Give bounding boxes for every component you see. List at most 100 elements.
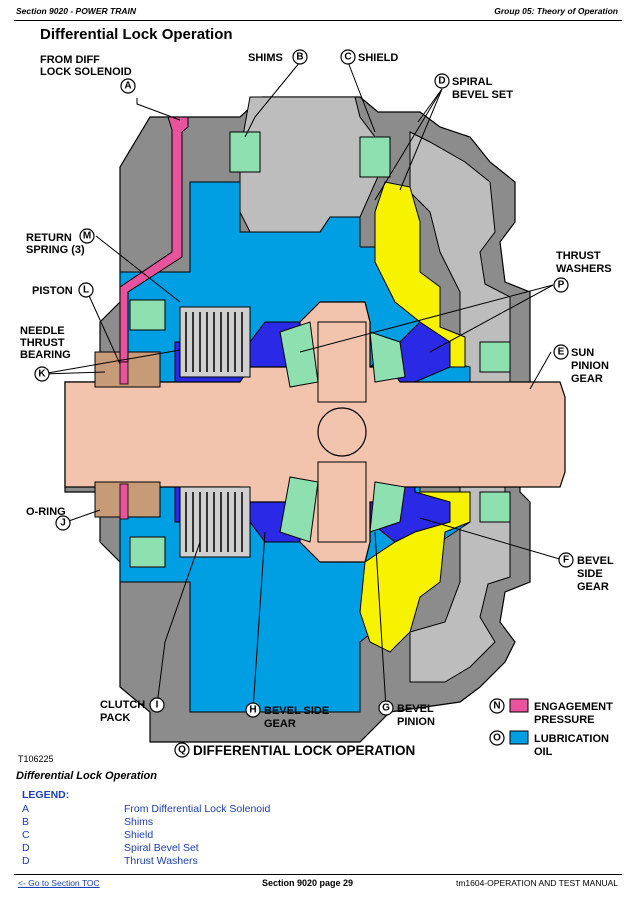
hub-top — [239, 96, 381, 233]
svg-text:PINION: PINION — [571, 360, 609, 372]
figure-id: T106225 — [18, 754, 54, 764]
leader-lines — [41, 61, 564, 711]
svg-text:BEVEL SET: BEVEL SET — [452, 89, 513, 101]
callout-I: CLUTCH I PACK — [100, 697, 165, 724]
svg-text:BEVEL: BEVEL — [577, 555, 614, 567]
svg-text:PACK: PACK — [100, 712, 130, 724]
engagement-pressure-top — [119, 361, 129, 385]
svg-text:RETURN: RETURN — [26, 232, 72, 244]
svg-text:SPIRAL: SPIRAL — [452, 76, 493, 88]
svg-text:N: N — [493, 701, 500, 712]
callout-L: PISTON L — [32, 282, 94, 298]
svg-text:PRESSURE: PRESSURE — [534, 714, 595, 726]
svg-text:B: B — [296, 52, 303, 63]
callout-N: N ENGAGEMENT PRESSURE — [489, 698, 613, 726]
svg-text:A: A — [124, 81, 131, 92]
svg-text:L: L — [83, 285, 89, 296]
differential-lock-diagram: Differential Lock Operation — [18, 26, 614, 764]
footer-page: Section 9020 page 29 — [262, 878, 354, 888]
svg-text:CLUTCH: CLUTCH — [100, 699, 145, 711]
svg-text:D: D — [438, 76, 445, 87]
legend-key: A — [22, 803, 30, 815]
svg-text:THRUST: THRUST — [20, 337, 65, 349]
svg-text:E: E — [558, 347, 565, 358]
legend-key: C — [22, 829, 30, 841]
callout-J: O-RING J — [26, 506, 71, 531]
svg-text:SHIMS: SHIMS — [248, 52, 283, 64]
svg-text:C: C — [344, 52, 351, 63]
svg-text:PINION: PINION — [397, 716, 435, 728]
section-header: Section 9020 - POWER TRAIN — [16, 6, 136, 16]
diagram-title: Differential Lock Operation — [40, 26, 233, 43]
clutch-pack-bottom — [179, 486, 251, 558]
callout-K: NEEDLE THRUST BEARING K — [20, 325, 71, 382]
group-header: Group 05: Theory of Operation — [494, 6, 618, 16]
svg-text:SUN: SUN — [571, 347, 594, 359]
clutch-pack-top — [179, 306, 251, 378]
svg-text:SIDE: SIDE — [577, 568, 603, 580]
svg-text:GEAR: GEAR — [571, 373, 603, 385]
svg-text:Q: Q — [178, 745, 186, 756]
legend-key: D — [22, 855, 30, 867]
footer-toc-link-wrap: <- Go to Section TOC — [18, 878, 100, 888]
svg-text:NEEDLE: NEEDLE — [20, 325, 65, 337]
callout-F: F BEVEL SIDE GEAR — [558, 552, 614, 593]
svg-text:J: J — [60, 518, 66, 529]
legend-key: B — [22, 816, 30, 828]
svg-text:P: P — [558, 280, 565, 291]
svg-text:G: G — [382, 703, 390, 714]
legend-value: Shims — [124, 816, 154, 828]
svg-text:OIL: OIL — [534, 746, 553, 758]
svg-text:GEAR: GEAR — [577, 581, 609, 593]
engagement-pressure-passage — [119, 116, 189, 363]
svg-text:SPRING (3): SPRING (3) — [26, 244, 85, 256]
svg-text:H: H — [249, 705, 256, 716]
footer-manual: tm1604-OPERATION AND TEST MANUAL — [455, 878, 618, 888]
legend-value: Shield — [124, 829, 154, 841]
svg-text:GEAR: GEAR — [264, 718, 296, 730]
spiral-bevel-gear-top — [374, 181, 466, 368]
caption-title: Differential Lock Operation — [16, 770, 157, 782]
svg-text:K: K — [38, 369, 46, 380]
callout-D: D SPIRAL BEVEL SET — [434, 73, 513, 101]
svg-text:BEVEL SIDE: BEVEL SIDE — [264, 705, 329, 717]
header-divider — [14, 20, 622, 21]
svg-text:SHIELD: SHIELD — [358, 52, 398, 64]
footer-divider — [14, 874, 622, 875]
legend-value: Thrust Washers — [124, 855, 198, 867]
callout-E: E SUN PINION GEAR — [553, 344, 609, 385]
svg-text:LUBRICATION: LUBRICATION — [534, 733, 609, 745]
callout-O: O LUBRICATION OIL — [489, 730, 609, 758]
svg-text:FROM DIFF: FROM DIFF — [40, 54, 100, 66]
callout-A: A FROM DIFF LOCK SOLENOID — [40, 54, 136, 94]
svg-text:PISTON: PISTON — [32, 285, 73, 297]
callout-M: RETURN M SPRING (3) — [26, 228, 95, 256]
bearings — [129, 131, 511, 568]
callout-B: SHIMS B — [248, 49, 308, 65]
legend-key: D — [22, 842, 30, 854]
svg-text:F: F — [563, 555, 569, 566]
svg-text:I: I — [156, 700, 159, 711]
svg-text:DIFFERENTIAL LOCK OPERATION: DIFFERENTIAL LOCK OPERATION — [193, 743, 415, 758]
callout-H: H BEVEL SIDE GEAR — [245, 702, 329, 730]
callout-P: THRUST WASHERS P — [553, 250, 612, 293]
legend-value: Spiral Bevel Set — [124, 842, 199, 854]
pinion-shaft-top — [317, 321, 367, 403]
svg-text:M: M — [83, 231, 91, 242]
engagement-pressure-bottom — [119, 483, 129, 520]
svg-text:LOCK SOLENOID: LOCK SOLENOID — [40, 66, 132, 78]
pinion-shaft-bottom — [317, 461, 367, 543]
svg-text:WASHERS: WASHERS — [556, 263, 612, 275]
callout-C: C SHIELD — [340, 49, 398, 65]
legend-value: From Differential Lock Solenoid — [124, 803, 271, 815]
diagram-caption: Q DIFFERENTIAL LOCK OPERATION — [174, 742, 415, 758]
svg-text:THRUST: THRUST — [556, 250, 601, 262]
svg-text:ENGAGEMENT: ENGAGEMENT — [534, 701, 613, 713]
cross-pin — [317, 407, 367, 457]
callout-G: G BEVEL PINION — [378, 700, 435, 728]
svg-text:BEVEL: BEVEL — [397, 703, 434, 715]
svg-text:O: O — [493, 733, 501, 744]
svg-text:BEARING: BEARING — [20, 349, 71, 361]
go-to-section-toc-link[interactable]: <- Go to Section TOC — [18, 878, 100, 888]
svg-text:O-RING: O-RING — [26, 506, 66, 518]
